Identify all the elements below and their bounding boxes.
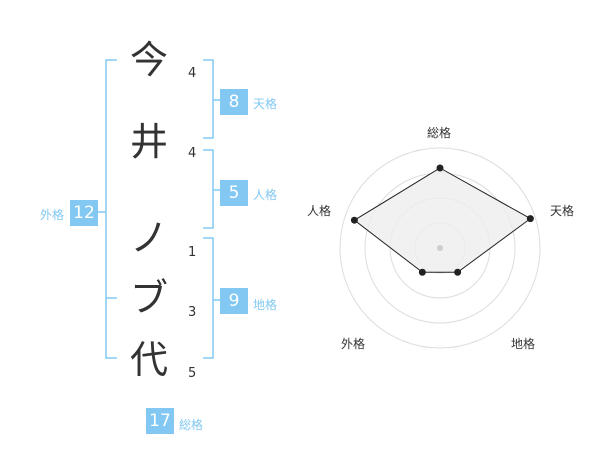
radar-point-4 (418, 268, 426, 276)
radar-label-chikaku: 地格 (511, 337, 536, 351)
tenkaku-label: 天格 (253, 97, 278, 111)
radar-label-jinkaku: 人格 (307, 204, 332, 218)
stroke-count-1: 4 (188, 66, 197, 81)
chikaku-value-badge: 9 (220, 288, 248, 314)
stroke-count-5: 5 (188, 366, 197, 381)
name-char-3: ノ (129, 216, 168, 260)
radar-polygon (353, 167, 532, 273)
soukaku-label: 総格 (179, 418, 204, 432)
jinkaku-bracket (203, 149, 214, 229)
radar-point-1 (436, 164, 444, 172)
radar-chart (339, 147, 541, 349)
name-char-1: 今 (129, 38, 168, 82)
radar-point-2 (526, 215, 534, 223)
soukaku-value-badge: 17 (146, 408, 174, 434)
name-char-4: ブ (129, 276, 168, 320)
stroke-count-4: 3 (188, 305, 197, 320)
radar-point-5 (350, 216, 358, 224)
radar-point-3 (454, 268, 462, 276)
stroke-count-3: 1 (188, 245, 197, 260)
name-char-2: 井 (129, 120, 168, 164)
chikaku-label: 地格 (253, 298, 278, 312)
gaikaku-label: 外格 (40, 208, 65, 222)
name-char-5: 代 (129, 338, 168, 382)
stroke-count-2: 4 (188, 146, 197, 161)
radar-label-soukaku: 総格 (427, 126, 452, 140)
radar-label-tenkaku: 天格 (550, 204, 575, 218)
radar-label-gaikaku: 外格 (341, 337, 366, 351)
gaikaku-bracket (105, 59, 117, 359)
tenkaku-value-badge: 8 (220, 89, 248, 115)
tenkaku-bracket (203, 59, 214, 139)
gaikaku-value-badge: 12 (70, 200, 98, 226)
jinkaku-label: 人格 (253, 188, 278, 202)
jinkaku-value-badge: 5 (220, 180, 248, 206)
radar-center-dot (437, 245, 443, 251)
chikaku-bracket (203, 237, 214, 359)
